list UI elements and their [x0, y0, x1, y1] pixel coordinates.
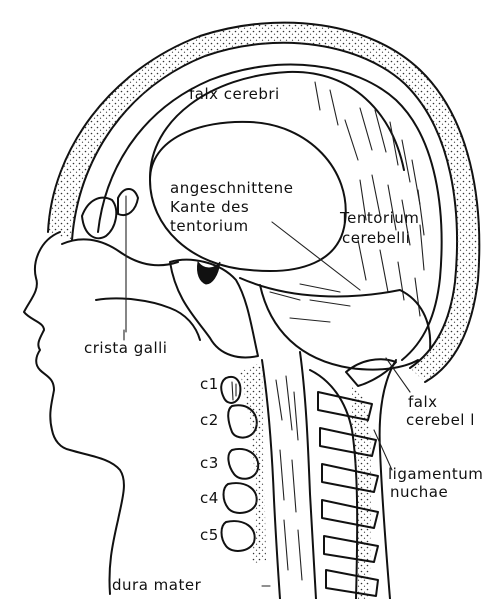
nasal-cavity-line [62, 239, 178, 265]
spinal-canal-posterior [300, 352, 316, 599]
falx-cerebelli [346, 359, 396, 386]
label-falx-cerebelli-2: cerebel l [406, 412, 475, 429]
label-nuchae: nuchae [390, 484, 448, 501]
face-profile [24, 232, 124, 594]
label-ligamentum: ligamentum [388, 466, 483, 483]
vertebra-c1 [221, 377, 240, 403]
label-falx-cerebelli-1: falx [408, 394, 438, 411]
label-c4: c4 [200, 490, 219, 507]
vertebra-c4 [224, 483, 257, 513]
vertebra-c5 [222, 521, 255, 551]
crista-galli [118, 189, 138, 215]
label-c2: c2 [200, 412, 219, 429]
label-angeschnittene: angeschnittene [170, 180, 293, 197]
label-c3: c3 [200, 455, 219, 472]
sella-turcica [197, 262, 220, 284]
ligamentum-leader [374, 430, 392, 470]
spinal-canal-anterior [262, 360, 280, 599]
label-dura-mater: dura mater [112, 577, 201, 594]
tentorium-hatching [270, 82, 424, 322]
label-tentorium-cerebelli-1: Tentorium [340, 210, 419, 227]
label-c5: c5 [200, 527, 219, 544]
label-tentorium-cerebelli-2: cerebelli [342, 230, 410, 247]
cerebellum-outline [260, 285, 418, 370]
label-crista-galli: crista galli [84, 340, 167, 357]
label-kante-des: Kante des [170, 199, 249, 216]
brainstem-hatching [276, 376, 302, 580]
label-tentorium: tentorium [170, 218, 249, 235]
palate-line [96, 298, 200, 340]
label-c1: c1 [200, 376, 219, 393]
label-falx-cerebri: falx cerebri [189, 86, 280, 103]
